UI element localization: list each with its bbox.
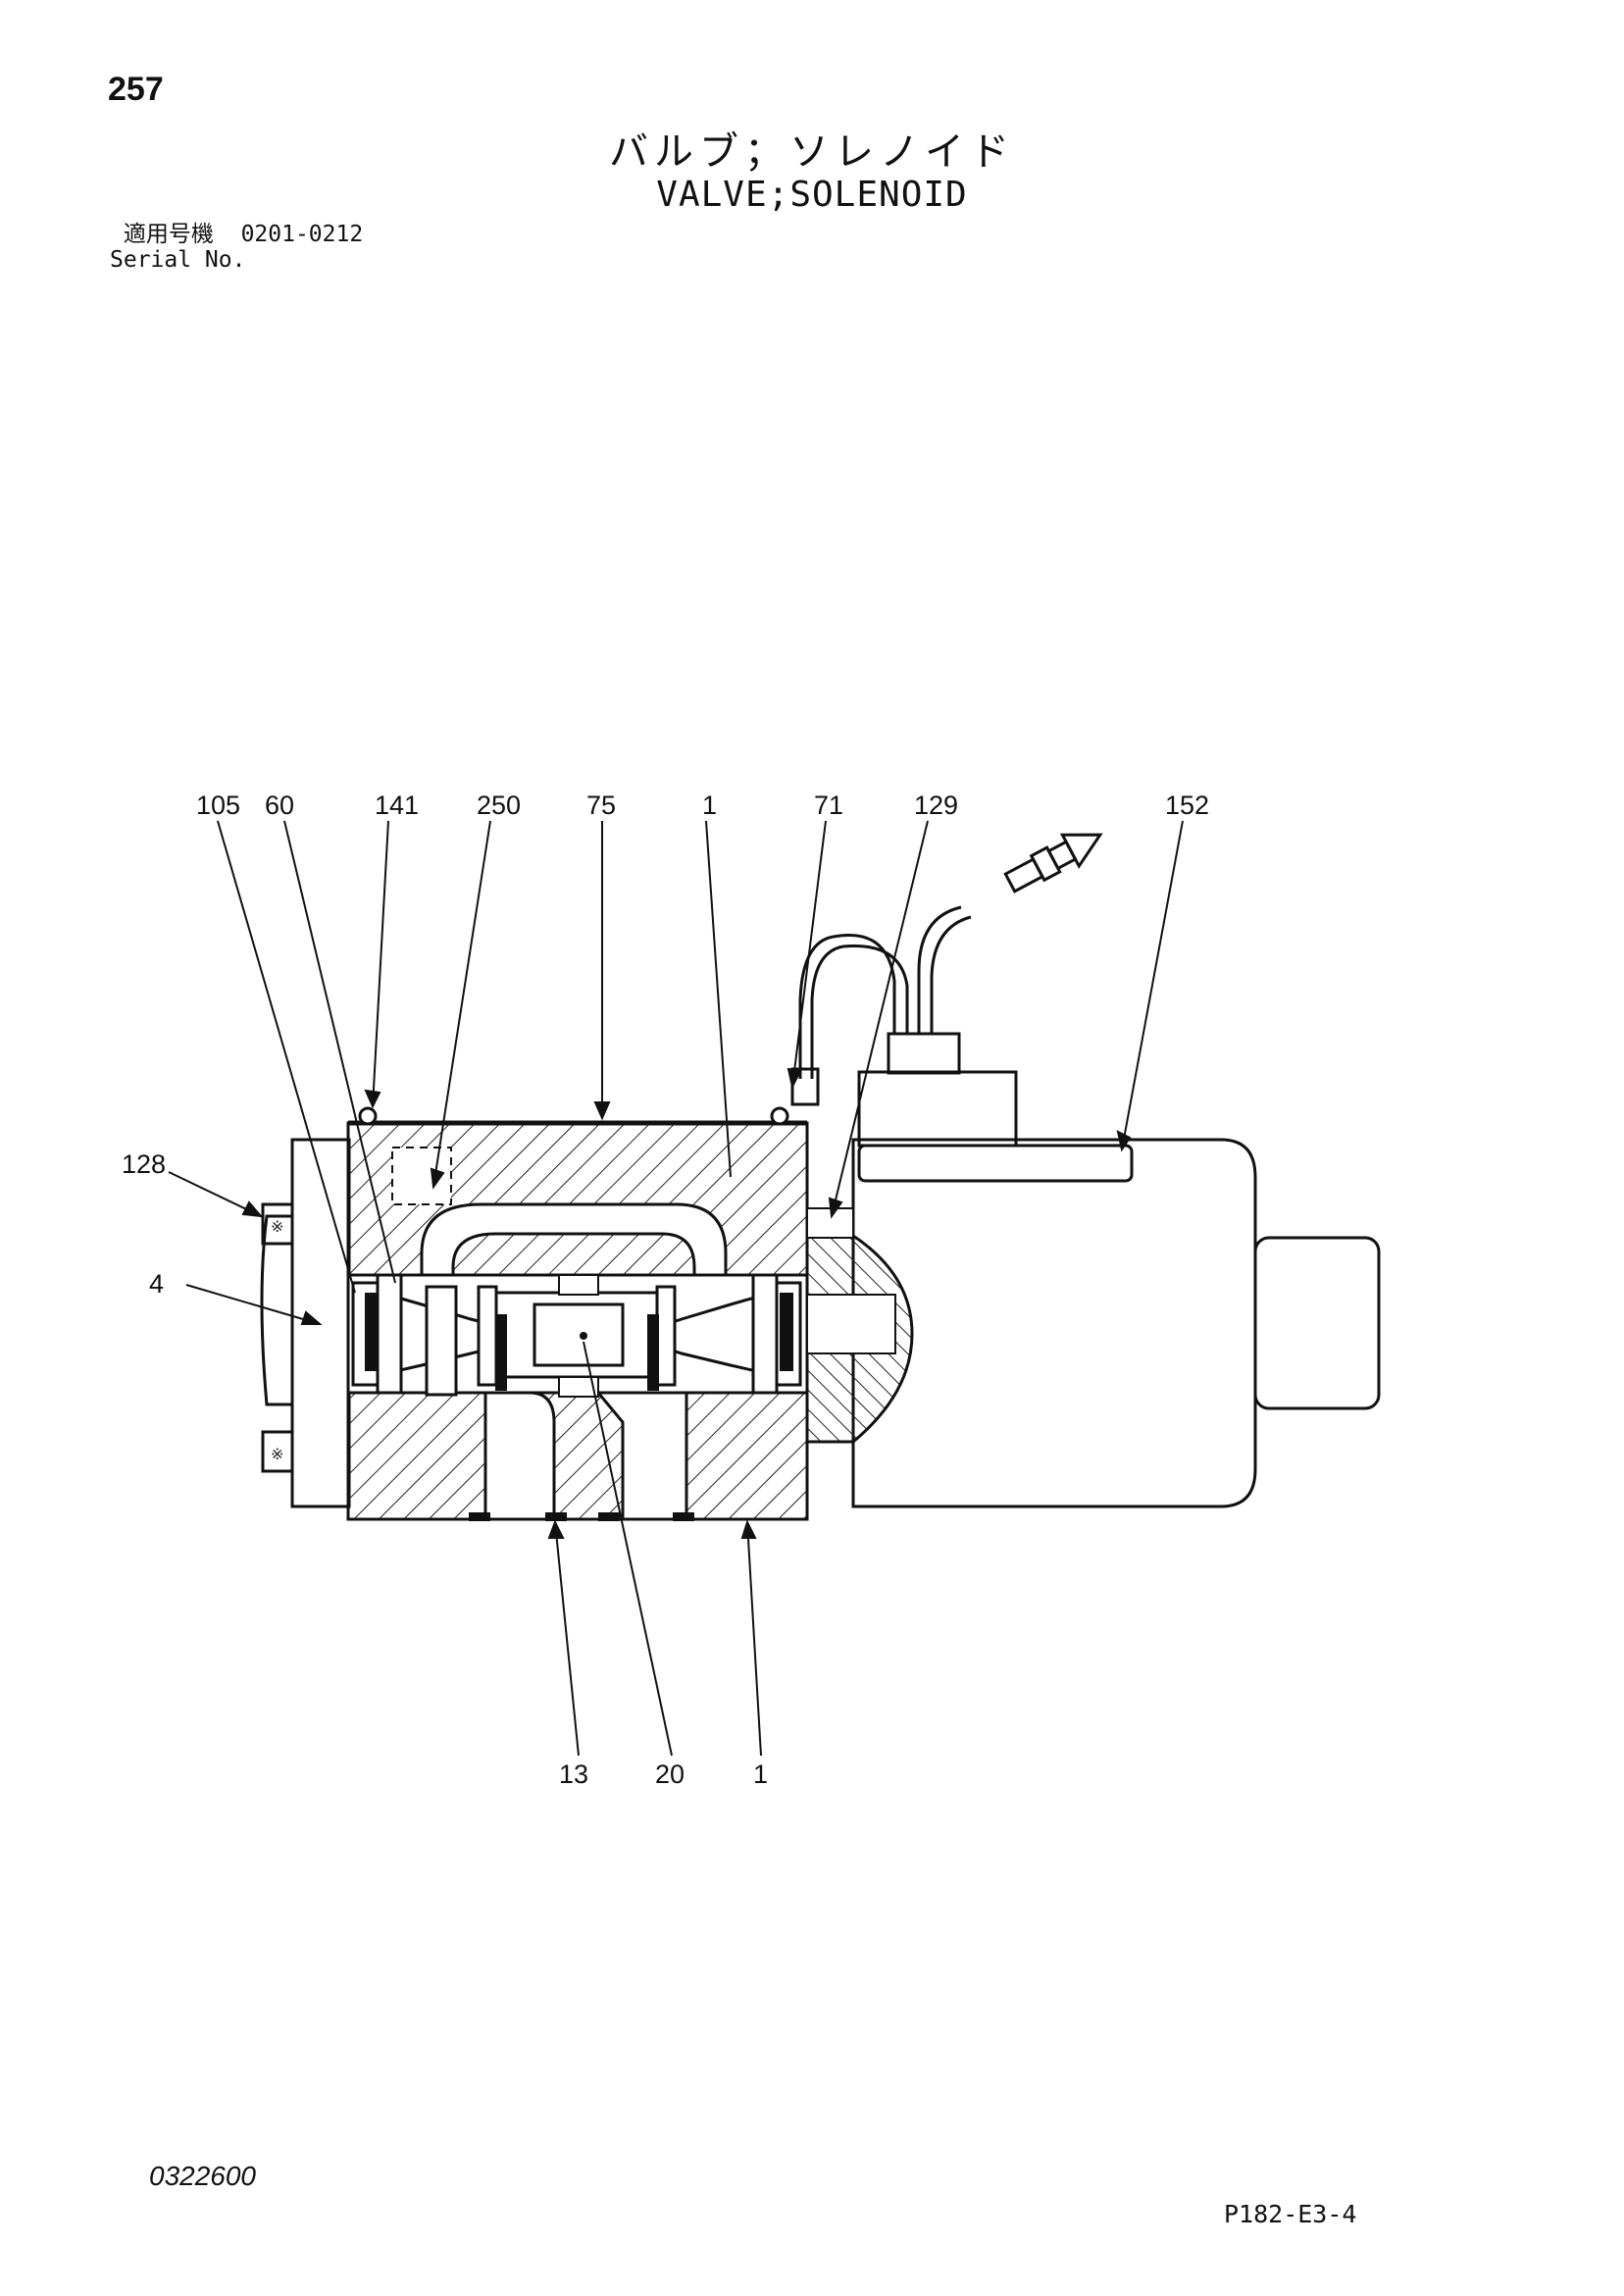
serial-number-block: 適用号機 0201-0212 Serial No. (110, 222, 363, 273)
svg-text:※: ※ (271, 1217, 283, 1236)
callout-71: 71 (814, 791, 843, 820)
callout-129: 129 (914, 791, 958, 820)
page-number: 257 (108, 71, 164, 108)
serial-label-japanese: 適用号機 (123, 222, 214, 247)
right-seat-parts (751, 1273, 802, 1395)
connector-plug (1003, 833, 1103, 893)
serial-range: 0201-0212 (240, 222, 364, 247)
callout-60: 60 (265, 791, 294, 820)
solenoid-nut (805, 1207, 914, 1444)
serial-label-english: Serial No. (110, 247, 246, 273)
callout-105: 105 (196, 791, 240, 820)
document-code: 0322600 (149, 2161, 257, 2191)
callout-20: 20 (655, 1760, 685, 1789)
callout-1-top: 1 (702, 791, 717, 820)
callout-4: 4 (149, 1269, 164, 1299)
solenoid-coil (851, 1138, 1381, 1508)
svg-text:※: ※ (271, 1445, 283, 1463)
callout-141: 141 (375, 791, 419, 820)
title-japanese: バルブ；ソレノイド (609, 129, 1015, 175)
callout-1-bottom: 1 (753, 1760, 768, 1789)
connector-box (790, 905, 1018, 1148)
solenoid-cap-152 (857, 1144, 1134, 1183)
callout-75: 75 (586, 791, 616, 820)
callout-128: 128 (122, 1149, 166, 1179)
leader-lines (168, 820, 1184, 1757)
callout-250: 250 (477, 791, 521, 820)
callout-152: 152 (1165, 791, 1209, 820)
callout-13: 13 (559, 1760, 588, 1789)
left-seat-parts (351, 1273, 458, 1397)
title-english: VALVE;SOLENOID (656, 175, 968, 215)
page-reference: P182-E3-4 (1224, 2200, 1357, 2228)
